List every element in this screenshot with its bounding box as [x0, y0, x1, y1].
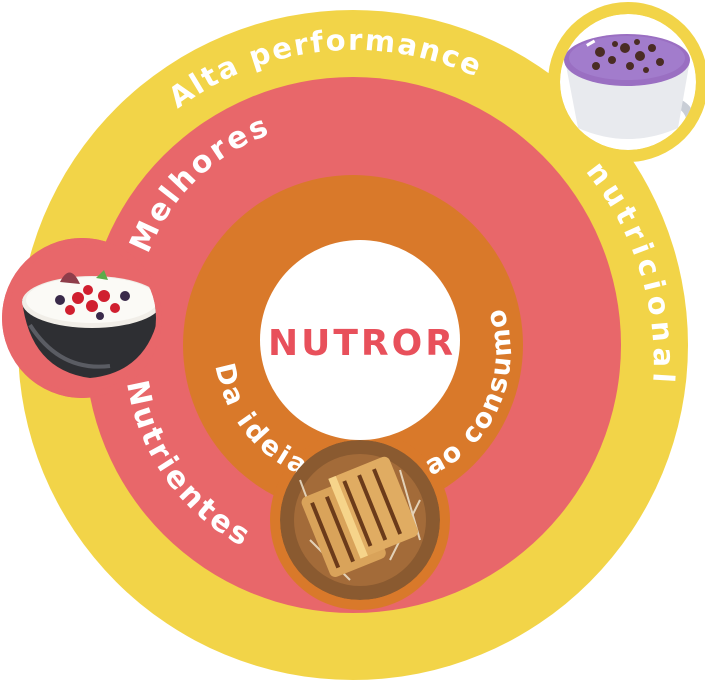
acai-smoothie-cup-icon — [560, 14, 696, 150]
brand-logo: NUTROR — [268, 323, 456, 364]
core-circle — [260, 240, 460, 440]
grilled-sandwich-plate-icon — [280, 440, 440, 600]
yogurt-berries-bowl-icon — [8, 244, 156, 392]
